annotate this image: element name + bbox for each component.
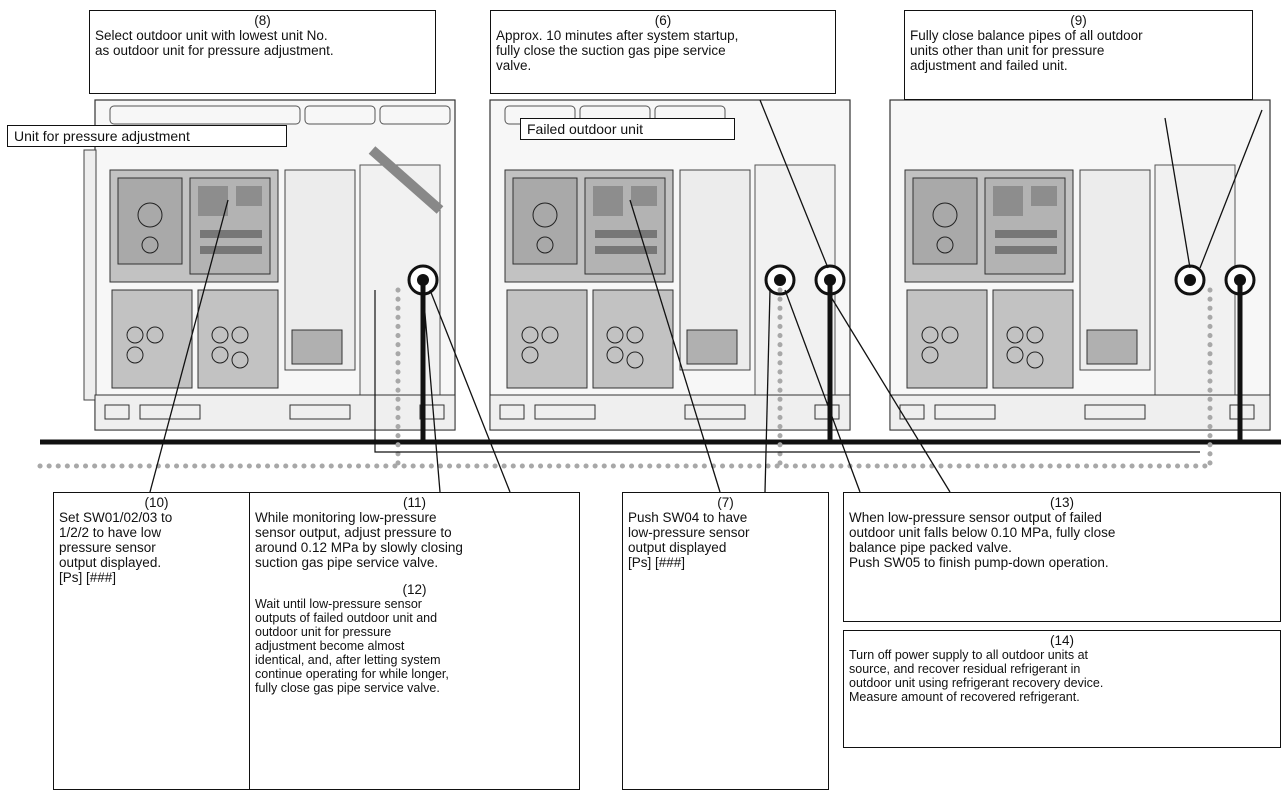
step-8-text: Select outdoor unit with lowest unit No.…	[95, 28, 430, 58]
step-7-number: (7)	[628, 495, 823, 510]
step-8-number: (8)	[95, 13, 430, 28]
failed-outdoor-unit	[490, 100, 850, 430]
step-6-note: (6) Approx. 10 minutes after system star…	[490, 10, 836, 94]
step-9-number: (9)	[910, 13, 1247, 28]
step-8-note: (8) Select outdoor unit with lowest unit…	[89, 10, 436, 94]
failed-unit-label: Failed outdoor unit	[520, 118, 735, 140]
step-12-text: Wait until low-pressure sensor outputs o…	[255, 597, 574, 695]
step-14-number: (14)	[849, 633, 1275, 648]
step-6-number: (6)	[496, 13, 830, 28]
step-9-text: Fully close balance pipes of all outdoor…	[910, 28, 1247, 73]
step-10-note: (10) Set SW01/02/03 to 1/2/2 to have low…	[53, 492, 260, 790]
step-12-number: (12)	[255, 582, 574, 597]
unit-pressure-adjustment-label: Unit for pressure adjustment	[7, 125, 287, 147]
step-11-text: While monitoring low-pressure sensor out…	[255, 510, 574, 570]
step-13-number: (13)	[849, 495, 1275, 510]
step-13-text: When low-pressure sensor output of faile…	[849, 510, 1275, 570]
step-6-text: Approx. 10 minutes after system startup,…	[496, 28, 830, 73]
step-13-note: (13) When low-pressure sensor output of …	[843, 492, 1281, 622]
step-9-note: (9) Fully close balance pipes of all out…	[904, 10, 1253, 100]
step-14-text: Turn off power supply to all outdoor uni…	[849, 648, 1275, 704]
step-11-number: (11)	[255, 495, 574, 510]
step-10-number: (10)	[59, 495, 254, 510]
step-11-12-note: (11) While monitoring low-pressure senso…	[249, 492, 580, 790]
step-10-text: Set SW01/02/03 to 1/2/2 to have low pres…	[59, 510, 254, 585]
step-14-note: (14) Turn off power supply to all outdoo…	[843, 630, 1281, 748]
step-7-text: Push SW04 to have low-pressure sensor ou…	[628, 510, 823, 570]
other-outdoor-unit	[890, 100, 1270, 430]
step-7-note: (7) Push SW04 to have low-pressure senso…	[622, 492, 829, 790]
